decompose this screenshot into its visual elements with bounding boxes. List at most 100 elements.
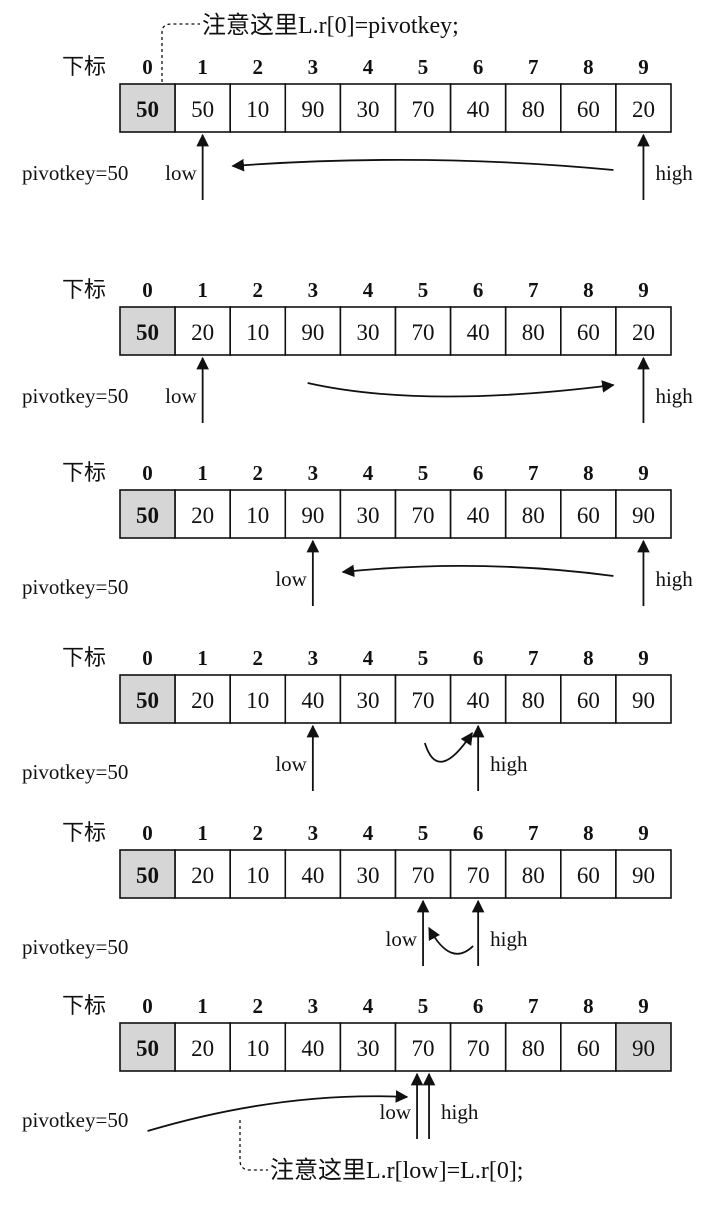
array-cell	[119, 83, 176, 133]
index-number: 1	[197, 994, 208, 1018]
index-number: 3	[308, 55, 319, 79]
array-cell	[394, 849, 452, 899]
cell-value: 10	[246, 688, 269, 713]
cell-value: 20	[191, 503, 214, 528]
cell-value: 40	[467, 97, 490, 122]
cell-value: 30	[356, 503, 379, 528]
cell-value: 90	[301, 320, 324, 345]
index-number: 0	[142, 55, 153, 79]
cell-value: 40	[467, 503, 490, 528]
index-number: 6	[473, 278, 484, 302]
index-label: 下标	[62, 645, 106, 670]
cell-value: 40	[301, 688, 324, 713]
movement-arrow	[341, 564, 614, 578]
low-label: low	[165, 161, 197, 185]
cell-value: 50	[136, 320, 159, 345]
array-cell	[504, 1022, 562, 1072]
bottom-note-leader	[239, 1120, 268, 1171]
index-number: 7	[528, 646, 539, 670]
cell-value: 90	[632, 688, 655, 713]
movement-arrow	[423, 731, 473, 763]
low-label: low	[275, 752, 307, 776]
index-number: 6	[473, 994, 484, 1018]
cell-value: 70	[412, 320, 435, 345]
pivot-label: pivotkey=50	[22, 1108, 128, 1132]
index-number: 3	[308, 994, 319, 1018]
index-number: 4	[363, 55, 374, 79]
array-cell	[615, 83, 672, 133]
index-number: 1	[197, 646, 208, 670]
index-number: 9	[638, 646, 649, 670]
index-number: 9	[638, 461, 649, 485]
array-cell	[119, 849, 176, 899]
cell-value: 80	[522, 503, 545, 528]
index-number: 5	[418, 646, 429, 670]
array-cell	[559, 306, 617, 356]
cell-value: 80	[522, 863, 545, 888]
cell-value: 20	[191, 320, 214, 345]
low-label: low	[165, 384, 197, 408]
array-cell	[339, 489, 397, 539]
pivot-label: pivotkey=50	[22, 384, 128, 408]
cell-value: 50	[136, 1036, 159, 1061]
index-number: 0	[142, 646, 153, 670]
high-label: high	[490, 752, 528, 776]
cell-value: 20	[632, 320, 655, 345]
array-cell	[284, 849, 342, 899]
top-note-text: 注意这里L.r[0]=pivotkey;	[202, 12, 459, 39]
cell-value: 10	[246, 97, 269, 122]
index-number: 6	[473, 461, 484, 485]
cell-value: 70	[412, 1036, 435, 1061]
movement-arrow	[307, 380, 615, 398]
array-cell	[339, 674, 397, 724]
cell-value: 70	[467, 863, 490, 888]
array-cell	[339, 306, 397, 356]
index-number: 4	[363, 646, 374, 670]
index-number: 5	[418, 278, 429, 302]
index-number: 4	[363, 994, 374, 1018]
array-cell	[504, 83, 562, 133]
index-number: 1	[197, 55, 208, 79]
cell-value: 30	[356, 97, 379, 122]
index-label: 下标	[62, 820, 106, 845]
index-number: 2	[253, 994, 264, 1018]
bottom-note-group: 注意这里L.r[low]=L.r[0];	[239, 1120, 523, 1184]
cell-value: 50	[136, 688, 159, 713]
index-number: 4	[363, 821, 374, 845]
index-number: 5	[418, 821, 429, 845]
cell-value: 20	[191, 1036, 214, 1061]
cell-value: 40	[301, 1036, 324, 1061]
cell-value: 20	[191, 688, 214, 713]
index-number: 4	[363, 278, 374, 302]
cell-value: 80	[522, 320, 545, 345]
array-cell	[174, 83, 232, 133]
index-number: 8	[583, 461, 594, 485]
cell-value: 90	[632, 863, 655, 888]
index-label: 下标	[62, 993, 106, 1018]
index-number: 2	[253, 55, 264, 79]
array-cell	[119, 489, 176, 539]
array-cell	[174, 849, 232, 899]
bottom-note-text: 注意这里L.r[low]=L.r[0];	[270, 1157, 523, 1184]
array-cell	[449, 83, 507, 133]
index-number: 2	[253, 461, 264, 485]
array-cell	[119, 306, 176, 356]
array-cell	[615, 674, 672, 724]
cell-value: 60	[577, 863, 600, 888]
high-label: high	[490, 927, 528, 951]
low-label: low	[380, 1100, 412, 1124]
array-cell	[229, 674, 287, 724]
cell-value: 10	[246, 1036, 269, 1061]
index-number: 7	[528, 821, 539, 845]
array-cell	[284, 306, 342, 356]
cell-value: 40	[467, 320, 490, 345]
cell-value: 70	[412, 503, 435, 528]
array-cell	[394, 1022, 452, 1072]
cell-value: 70	[412, 863, 435, 888]
high-label: high	[655, 161, 693, 185]
index-number: 9	[638, 278, 649, 302]
